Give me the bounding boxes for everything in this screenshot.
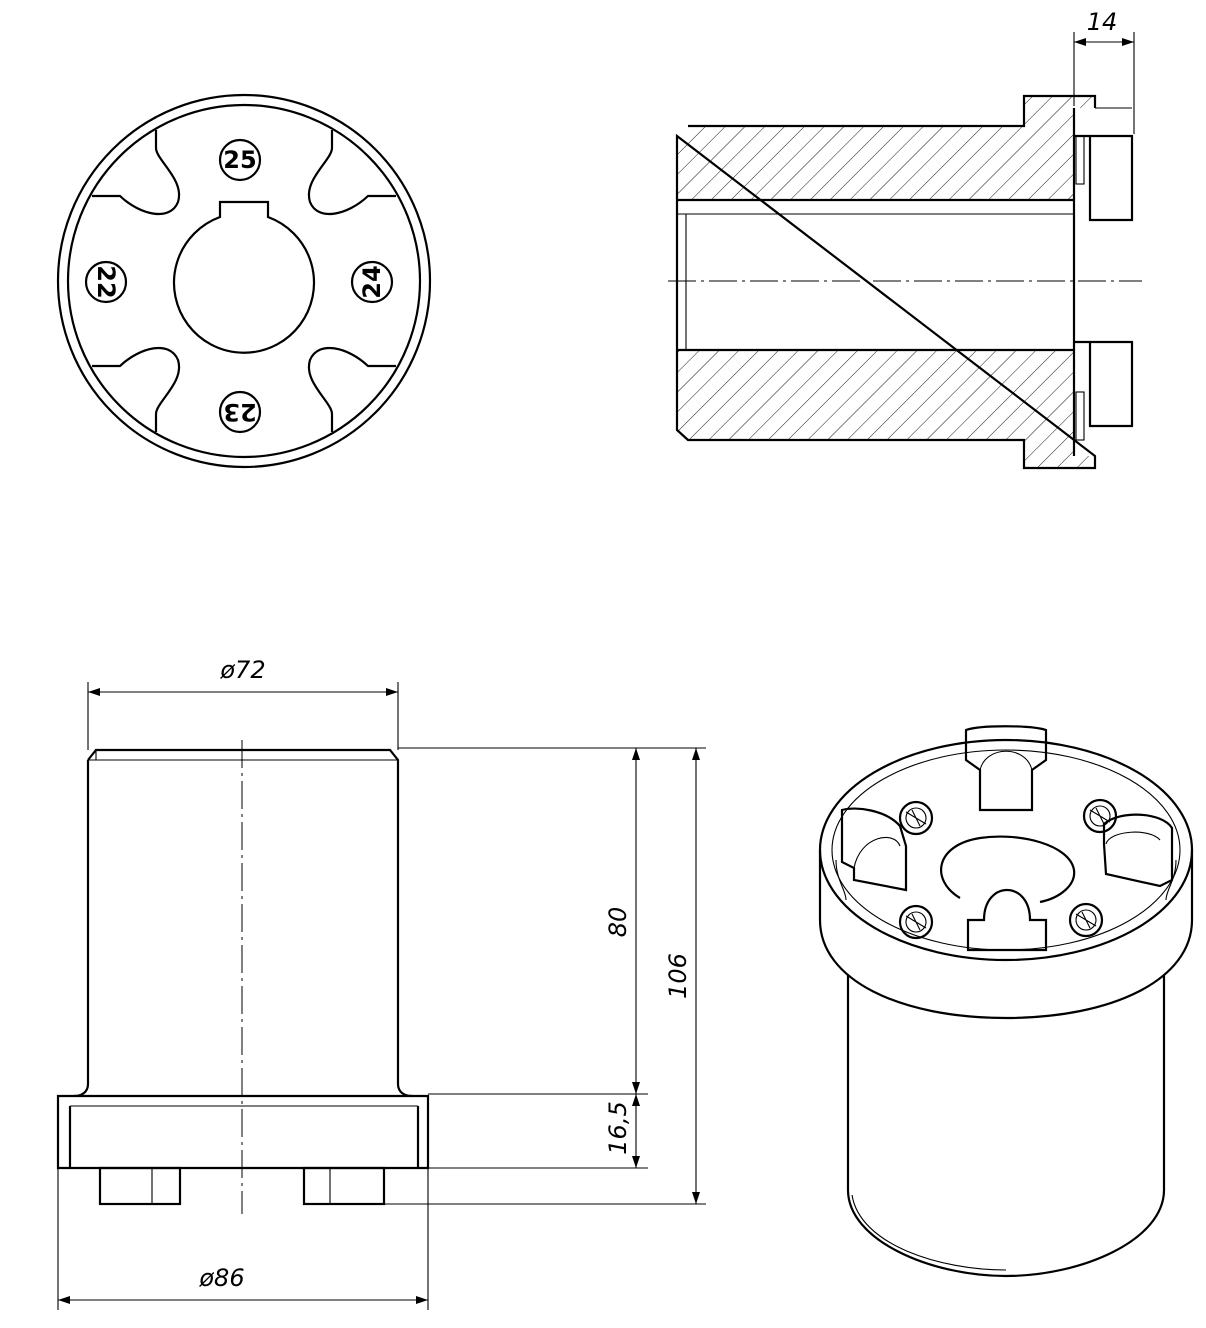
part-number-badge: 23 [218, 390, 262, 434]
part-number-label: 25 [223, 146, 256, 174]
dimension-label: ø72 [219, 656, 265, 684]
dimension-label: ø86 [198, 1264, 244, 1292]
part-number-badge: 22 [84, 260, 128, 304]
part-number-label: 23 [223, 398, 256, 426]
dimension-label: 80 [604, 907, 632, 938]
part-number-label: 24 [358, 265, 386, 298]
screw-icon [1082, 798, 1118, 834]
section-view: 14 [668, 8, 1142, 470]
part-number-badge: 25 [218, 138, 262, 182]
dimension-label: 14 [1087, 8, 1118, 36]
dimension-label: 106 [664, 953, 692, 999]
dimension-label: 16,5 [604, 1101, 632, 1154]
part-number-badge: 24 [350, 260, 394, 304]
screw-icon [898, 904, 934, 940]
screw-icon [898, 800, 934, 836]
screw-icon [1068, 902, 1104, 938]
front-view: 25 22 24 23 [56, 93, 432, 469]
side-view: ø72 ø86 80 16,5 106 [56, 656, 706, 1310]
isometric-view [818, 725, 1194, 1278]
part-number-label: 22 [92, 265, 120, 298]
